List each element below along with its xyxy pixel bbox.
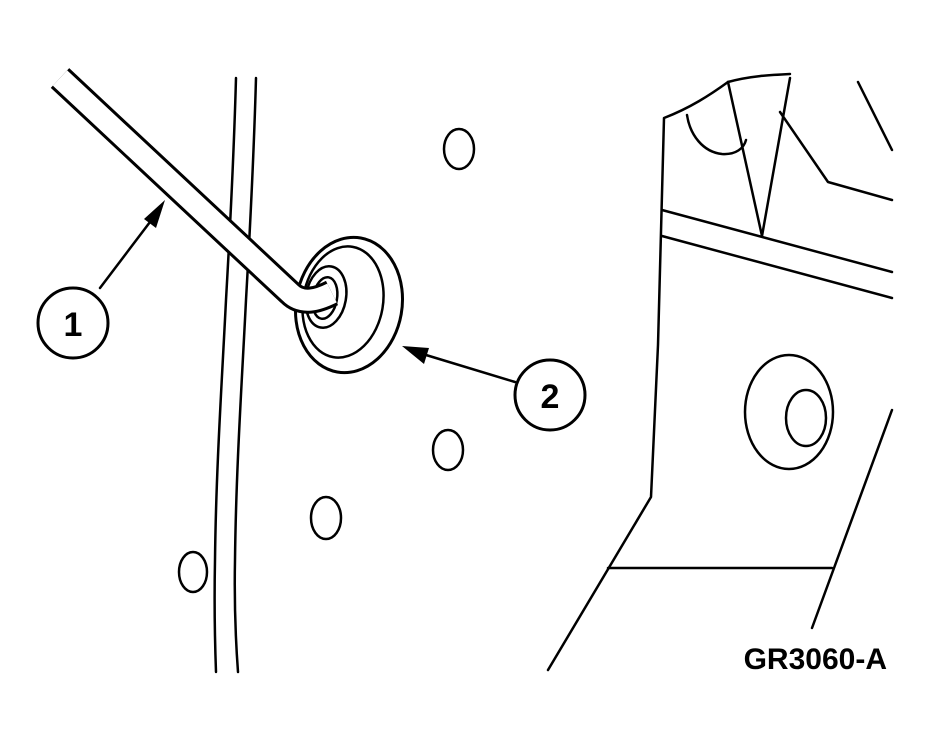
callout-1-label: 1 (64, 306, 83, 344)
callout-1: 1 (36, 200, 165, 360)
adjacent-bracket (546, 72, 894, 672)
callout-2-arrowhead (402, 346, 429, 364)
panel-edge (213, 76, 258, 674)
figure-id: GR3060-A (744, 643, 887, 676)
callout-2: 2 (402, 346, 587, 432)
panel-holes (177, 127, 476, 594)
cable (50, 68, 339, 314)
callout-2-label: 2 (541, 378, 560, 416)
callout-1-arrowhead (144, 200, 165, 228)
